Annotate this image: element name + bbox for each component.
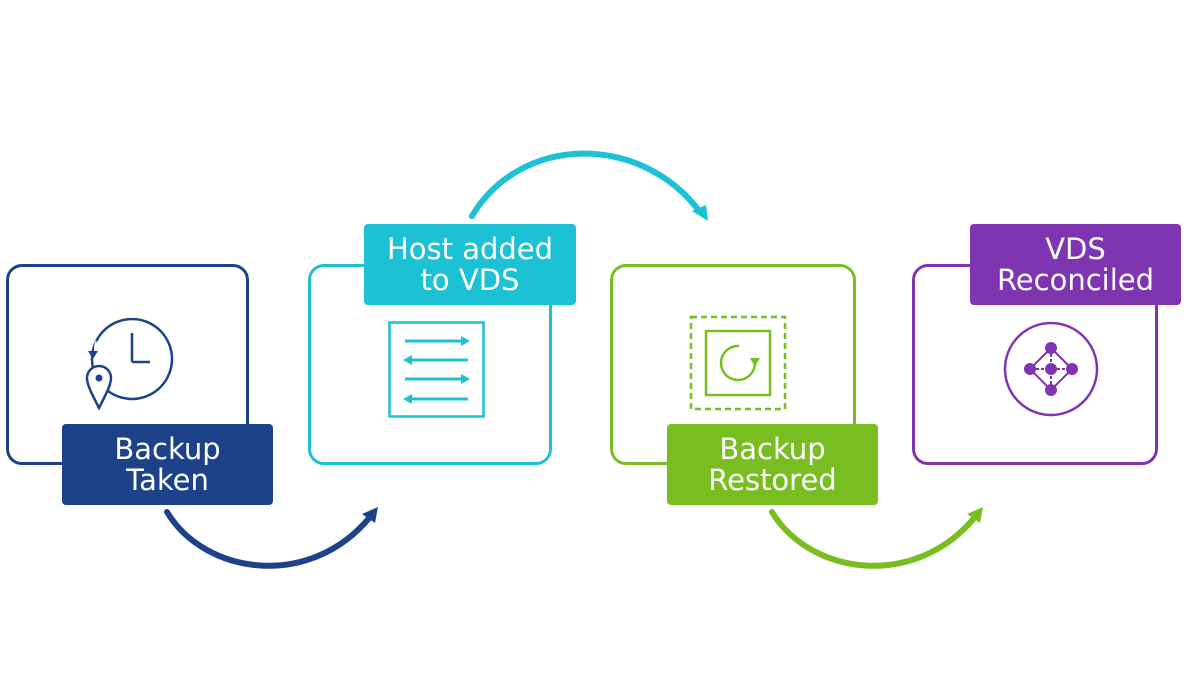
connector-arrow-1-head xyxy=(362,507,378,523)
connector-arrow-3-head xyxy=(967,507,983,523)
step-label-line: Taken xyxy=(126,462,209,497)
restore-icon xyxy=(689,315,787,411)
connector-arrow-2-head xyxy=(692,205,708,221)
step-label-line: Host added xyxy=(386,231,554,266)
step-label-line: Backup xyxy=(719,431,826,466)
network-nodes-icon xyxy=(1003,321,1099,417)
step-label-backup-restored: Backup Restored xyxy=(667,424,878,505)
step-label-line: Backup xyxy=(114,431,221,466)
step-label-vds-reconciled: VDS Reconciled xyxy=(970,224,1181,305)
step-label-line: VDS xyxy=(1045,231,1106,266)
connector-arrow-1 xyxy=(164,509,373,569)
connector-arrow-2 xyxy=(469,150,703,219)
step-label-line: Reconciled xyxy=(996,262,1155,297)
step-label-host-added: Host added to VDS xyxy=(364,224,576,305)
step-label-line: Restored xyxy=(708,462,837,497)
clock-location-icon xyxy=(85,318,174,410)
connector-arrow-3 xyxy=(769,509,978,569)
switch-arrows-icon xyxy=(388,321,485,418)
step-label-line: to VDS xyxy=(420,262,520,297)
step-label-backup-taken: Backup Taken xyxy=(62,424,273,505)
